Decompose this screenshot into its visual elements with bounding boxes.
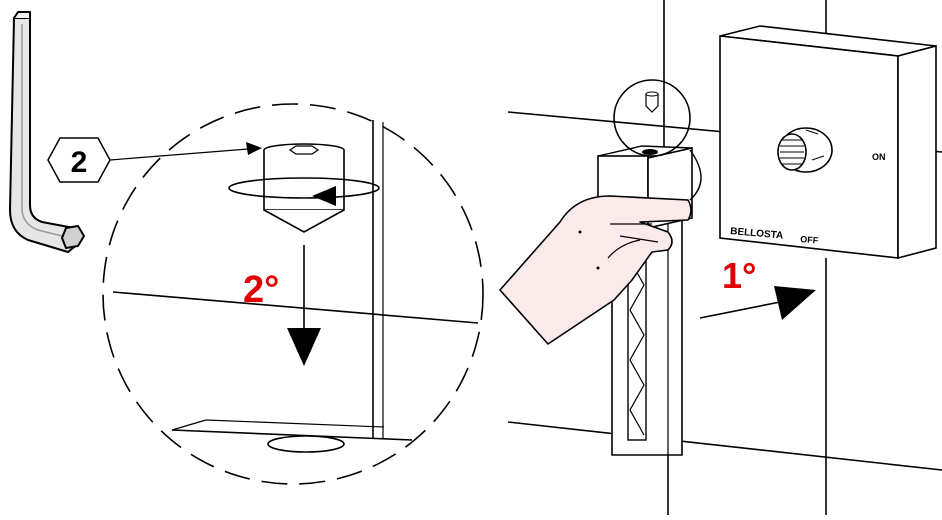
hex-key-icon <box>9 11 86 253</box>
push-arrow-icon <box>699 286 816 320</box>
down-arrow-icon <box>287 245 321 366</box>
switch-off-label: OFF <box>800 234 819 246</box>
step-1-label: 1° <box>722 255 756 296</box>
hex-size-badge: 2 <box>47 137 111 183</box>
rotary-knob-icon <box>777 127 833 173</box>
switch-on-label: ON <box>872 152 886 162</box>
switch-brand-label: BELLOSTA <box>730 226 784 242</box>
leader-arrow <box>109 142 262 161</box>
rotation-arrow-icon <box>228 177 380 206</box>
switch-box: ON BELLOSTA OFF <box>719 25 937 260</box>
detail-zoom-circle: 2° <box>102 103 484 485</box>
hand-icon <box>499 195 692 345</box>
hex-size-label: 2 <box>71 146 88 179</box>
step-2-label: 2° <box>243 269 279 311</box>
detail-callout-circle <box>613 79 702 201</box>
